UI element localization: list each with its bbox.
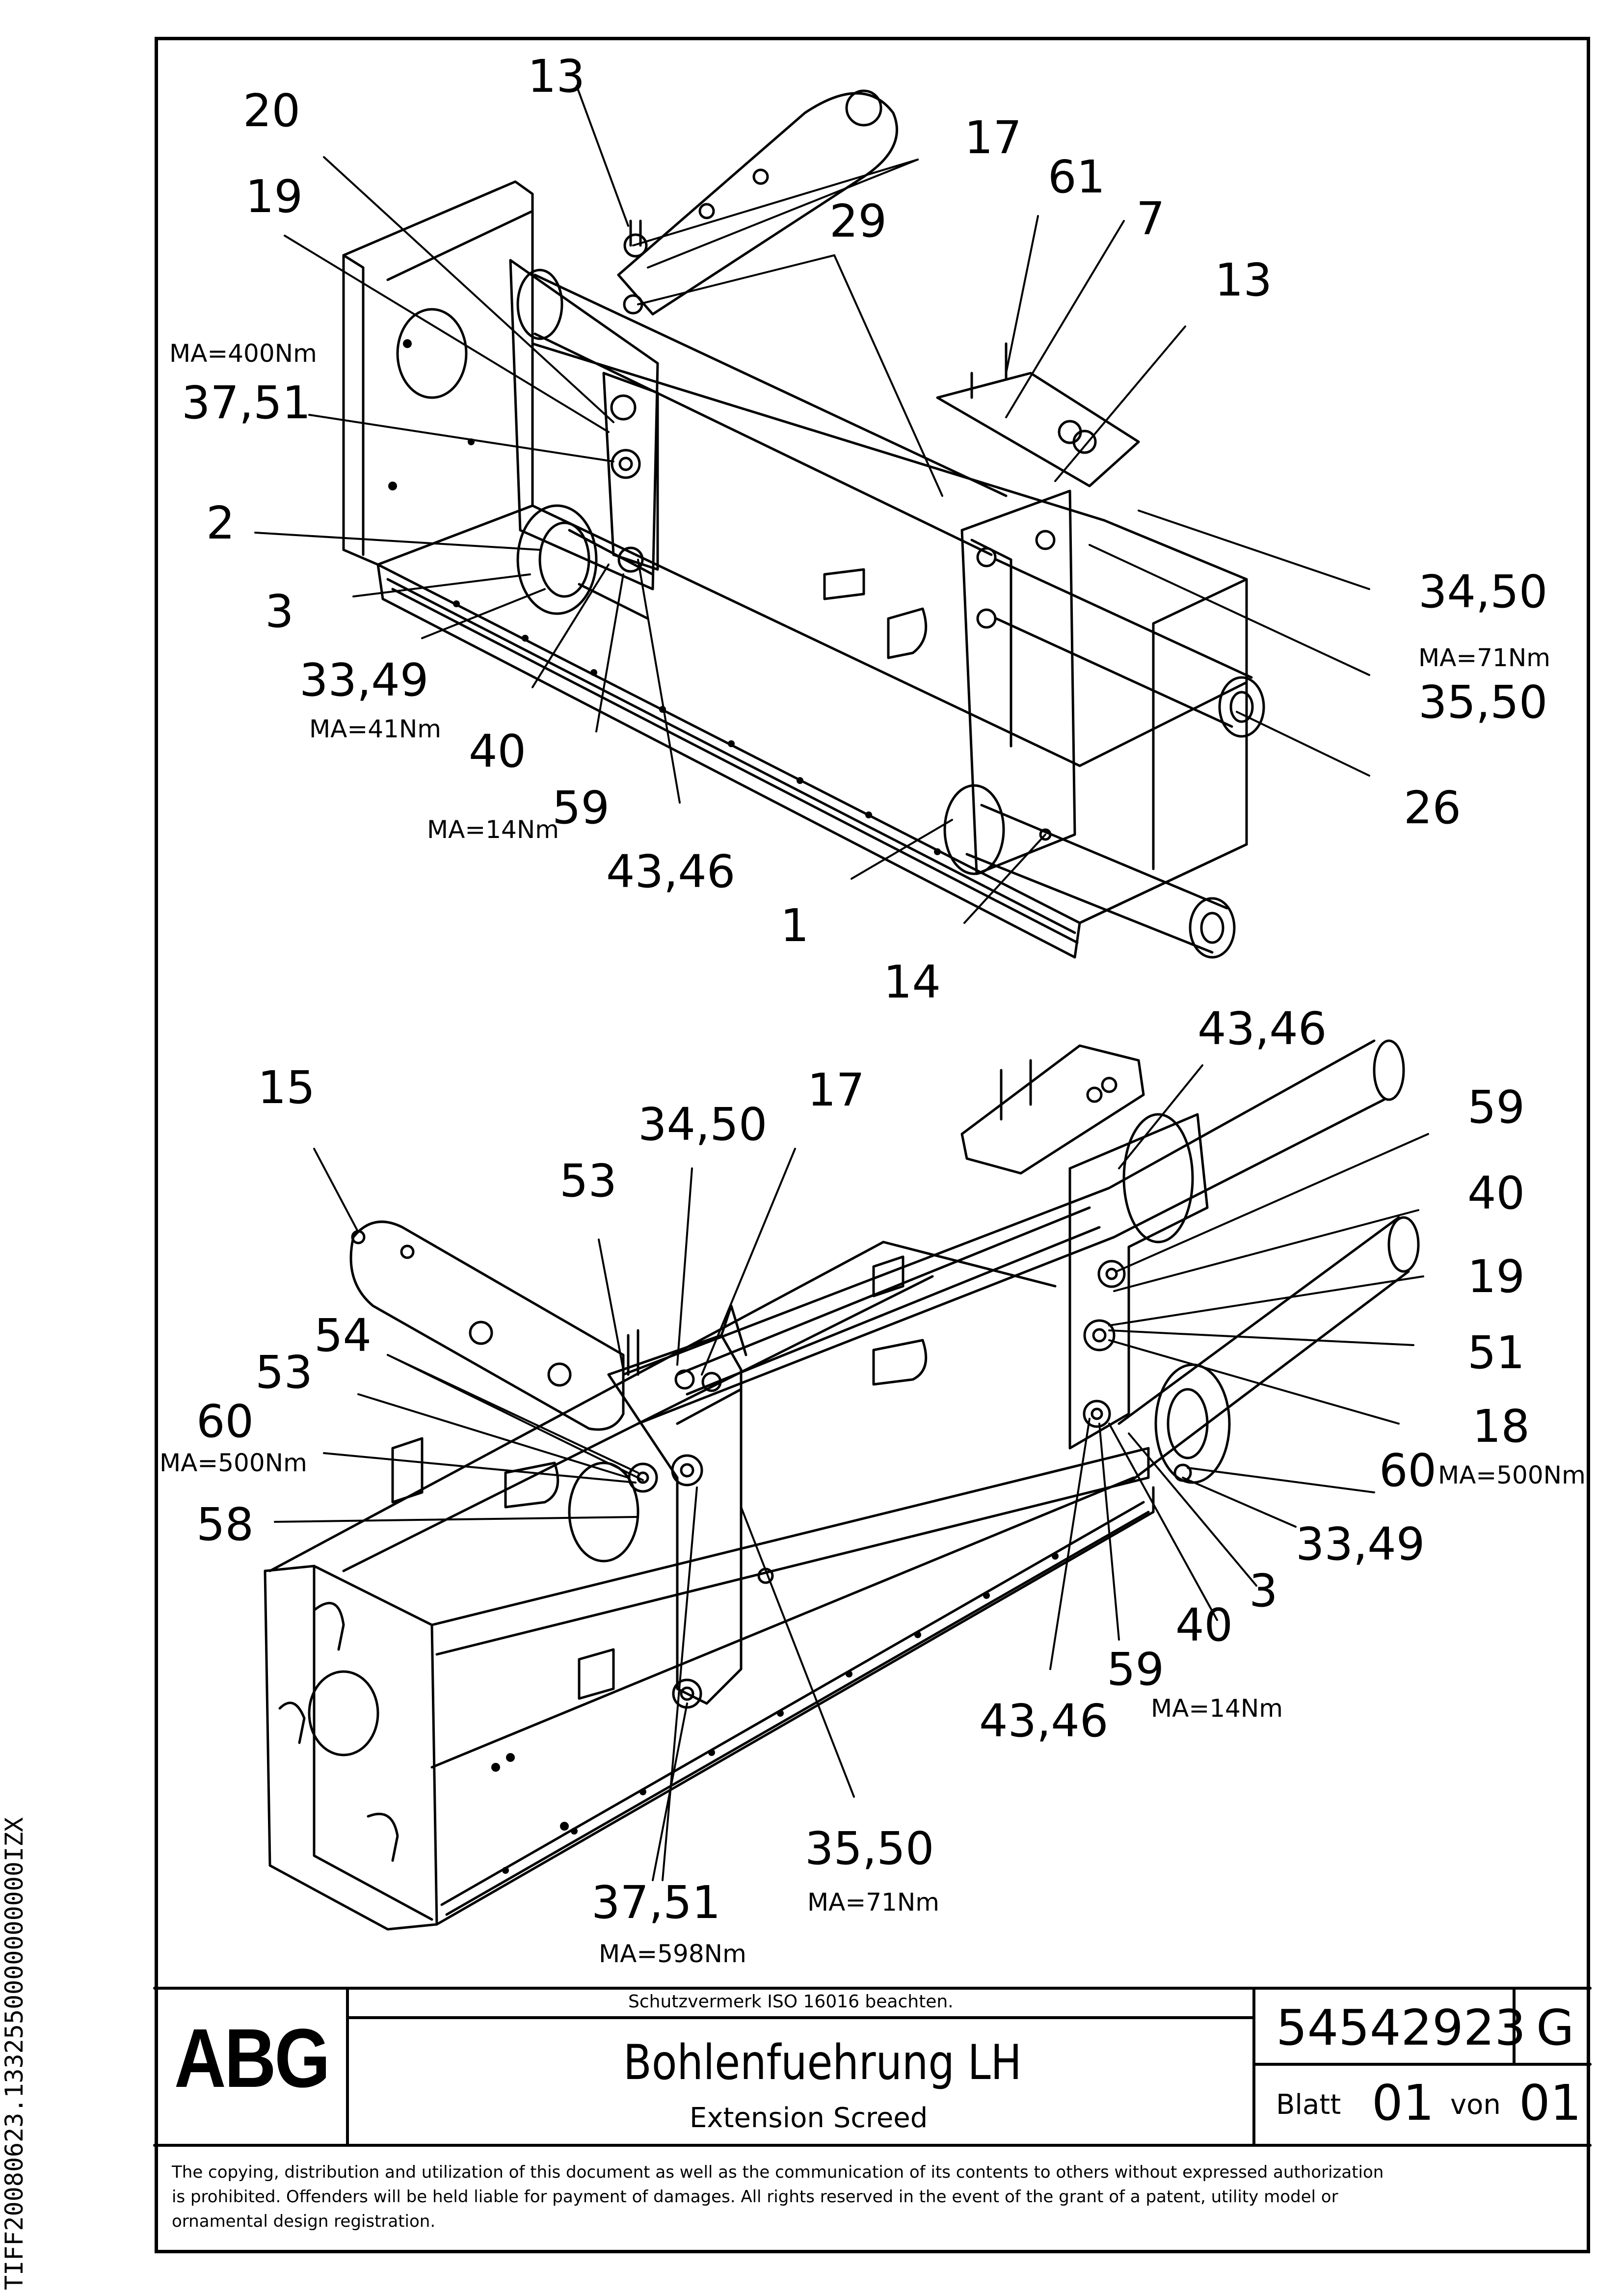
callout-label: 7 [1136, 192, 1165, 245]
top-frame-left-plate [342, 180, 534, 566]
callout-label: 17 [964, 111, 1022, 164]
top-left-flange [516, 504, 598, 615]
callout-label: 13 [528, 50, 585, 103]
top-guide-tube-upper [533, 273, 1008, 556]
callout-label: 34,50 [1418, 566, 1548, 618]
callout-label: 40 [1467, 1167, 1525, 1219]
torque-label: MA=71Nm [1418, 644, 1550, 672]
callout-label: 15 [258, 1061, 316, 1114]
total-sheets: 01 [1519, 2074, 1582, 2132]
callout-label: 37,51 [182, 377, 311, 429]
top-assembly-view [342, 89, 1265, 959]
bottom-right-bracket [1068, 1113, 1209, 1450]
bottom-left-bracket [607, 1334, 743, 1705]
torque-label: MA=71Nm [807, 1888, 939, 1917]
bottom-hanger-plate [960, 1044, 1145, 1175]
sheet-label: Blatt [1276, 2089, 1341, 2121]
torque-label: MA=41Nm [309, 715, 441, 743]
sheet-number: 01 [1372, 2074, 1435, 2132]
callout-label: 40 [469, 725, 527, 778]
callout-label: 59 [1467, 1081, 1525, 1134]
torque-label: MA=500Nm [1438, 1461, 1586, 1489]
callout-label: 18 [1472, 1400, 1530, 1453]
callout-label: 1 [780, 899, 809, 952]
torque-label: MA=400Nm [169, 339, 317, 368]
callout-label: 35,50 [805, 1822, 934, 1875]
top-pivot-arm [617, 92, 898, 316]
callout-label: 60 [1379, 1444, 1437, 1497]
torque-label: MA=500Nm [160, 1449, 307, 1477]
callout-label: 13 [1215, 254, 1273, 306]
leader-lines [254, 85, 1429, 1881]
callout-label: 51 [1467, 1326, 1525, 1379]
callout-label: 43,46 [979, 1695, 1109, 1747]
top-left-bracket [509, 259, 659, 591]
callout-label: 34,50 [638, 1098, 768, 1151]
callout-label: 2 [206, 497, 235, 549]
callout-label: 3 [1249, 1565, 1278, 1617]
bottom-guide-tube-upper [622, 1039, 1385, 1425]
bottom-frame-body [430, 1447, 1150, 1656]
callout-label: 60 [196, 1395, 254, 1448]
callout-label: 26 [1404, 782, 1462, 834]
drawing-frame [155, 37, 1590, 2253]
company-logo: ABG [174, 2012, 330, 2105]
callout-label: 54 [314, 1309, 372, 1362]
callout-label: 59 [1107, 1643, 1165, 1696]
callout-label: 19 [245, 170, 303, 223]
callout-label: 53 [255, 1346, 313, 1399]
callout-label: 17 [807, 1064, 865, 1116]
callout-label: 33,49 [1296, 1518, 1425, 1570]
bottom-pivot-arm [349, 1220, 625, 1431]
callout-label: 29 [829, 195, 887, 247]
callout-label: 43,46 [606, 845, 736, 898]
callout-label: 14 [883, 956, 941, 1008]
callout-label: 59 [552, 782, 610, 834]
callout-label: 43,46 [1197, 1002, 1327, 1055]
top-hanger-plate [936, 372, 1140, 487]
top-guide-tube-front [965, 804, 1228, 954]
title-block-lines [153, 1987, 1592, 2147]
callout-label: 33,49 [299, 654, 429, 706]
archive-code: TIFF20080623.1332550000000000IZX [0, 1817, 28, 2290]
bottom-guide-tube-lower [1117, 1216, 1410, 1484]
torque-label: MA=598Nm [599, 1940, 746, 1968]
callout-label: 58 [196, 1498, 254, 1551]
callout-label: 3 [265, 585, 294, 638]
drawing-subtitle: Extension Screed [690, 2102, 928, 2134]
drawing-title: Bohlenfuehrung LH [623, 2035, 1022, 2091]
document-number: 54542923 [1276, 1999, 1526, 2056]
top-right-bracket [960, 489, 1076, 875]
legal-notice: The copying, distribution and utilizatio… [172, 2160, 1575, 2234]
callout-label: 61 [1048, 151, 1106, 203]
protection-notice: Schutzvermerk ISO 16016 beachten. [628, 1992, 954, 2012]
of-label: von [1450, 2089, 1501, 2121]
torque-label: MA=14Nm [427, 815, 559, 844]
legal-line: is prohibited. Offenders will be held li… [172, 2187, 1338, 2207]
torque-label: MA=14Nm [1151, 1694, 1283, 1723]
callout-label: 19 [1467, 1250, 1525, 1303]
top-guide-tube-right [995, 558, 1253, 728]
bottom-assembly-view [264, 1039, 1420, 1931]
callout-label: 20 [243, 84, 301, 137]
callout-label: 40 [1175, 1599, 1233, 1651]
revision-letter: G [1536, 1999, 1574, 2056]
callout-label: 35,50 [1418, 676, 1548, 729]
callout-label: 37,51 [591, 1876, 721, 1929]
legal-line: The copying, distribution and utilizatio… [172, 2162, 1384, 2182]
legal-line: ornamental design registration. [172, 2212, 436, 2231]
callout-label: 53 [559, 1155, 617, 1207]
